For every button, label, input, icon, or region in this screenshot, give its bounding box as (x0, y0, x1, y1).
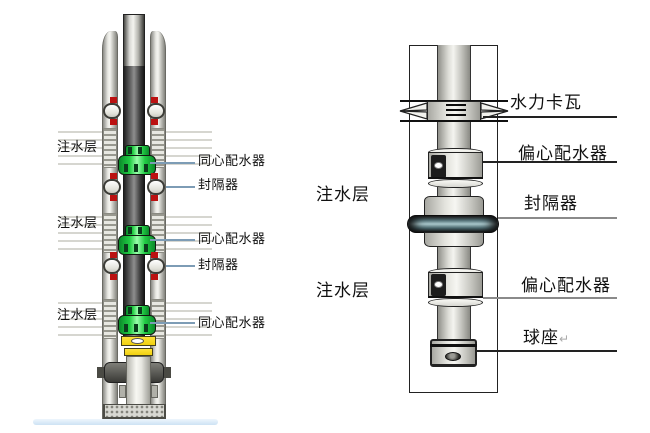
rule-eccentric-distributor-2 (483, 297, 617, 299)
eccentric-distributor-2-flare (428, 298, 483, 307)
leader-packer-2 (166, 265, 195, 267)
flow-streaks-1-right (166, 131, 212, 165)
well-bottom-plug (103, 404, 166, 419)
concentric-distributor-3-body-slots (124, 324, 150, 332)
concentric-distributor-1-body-slots (124, 164, 150, 172)
hydraulic-slip-grip-lines (446, 104, 466, 118)
bottom-highlight-bar (33, 419, 218, 425)
leader-packer-1 (166, 186, 195, 188)
tail-tab-right (151, 385, 158, 398)
eccentric-distributor-label-2: 偏心配水器 (521, 276, 611, 295)
leader-distributor-1 (150, 162, 195, 164)
hydraulic-slip-bottom-line (400, 120, 508, 122)
concentric-distributor-label-2: 同心配水器 (198, 231, 266, 246)
injection-layer-label-3: 注水层 (57, 307, 98, 322)
rule-ball-seat (477, 350, 617, 352)
ball-seat-label-text: 球座 (523, 328, 559, 347)
packer-label-1: 封隔器 (198, 177, 239, 192)
flow-streaks-1-left (58, 131, 102, 165)
eccentric-distributor-1-flare (428, 179, 483, 188)
tail-tab-left (119, 385, 126, 398)
concentric-distributor-3-top-slots (128, 307, 147, 314)
packer-3-seals-bottom (110, 274, 158, 280)
hydraulic-slip-wing-right-icon (480, 102, 509, 120)
eccentric-distributor-2-seam (428, 296, 483, 298)
leader-distributor-3 (150, 322, 195, 324)
perforation-zone-2-left (103, 213, 117, 253)
rule-packer (498, 217, 617, 219)
concentric-distributor-2-body-slots (124, 244, 150, 252)
concentric-distributor-label-3: 同心配水器 (198, 315, 266, 330)
safety-joint-band-2 (124, 348, 153, 356)
ball-seat-band (430, 344, 477, 347)
packer-3-lobe-left (103, 258, 121, 274)
eccentric-distributor-2-valve (434, 281, 443, 288)
tubing-segment-5 (437, 306, 471, 340)
injection-layer-label-1: 注水层 (57, 139, 98, 154)
packer-seal-ring (407, 215, 499, 233)
injection-layer-label-2: 注水层 (57, 215, 98, 230)
concentric-distributor-label-1: 同心配水器 (198, 153, 266, 168)
packer-1-seals-top (110, 97, 158, 103)
packer-2-lobe-right (147, 179, 165, 195)
tubing-segment-4 (437, 246, 471, 269)
tubing-segment-1 (437, 45, 471, 102)
paragraph-mark: ↵ (559, 332, 571, 346)
packer-2-lobe-left (103, 179, 121, 195)
eccentric-distributor-label-1: 偏心配水器 (518, 144, 608, 163)
packer-3-lobe-right (147, 258, 165, 274)
perforation-zone-1-left (103, 128, 117, 168)
packer-2-seals-bottom (110, 195, 158, 201)
concentric-distributor-1-top-slots (128, 147, 147, 154)
packer-2-seals-top (110, 173, 158, 179)
rule-hydraulic-slip (483, 116, 617, 118)
concentric-distributor-2-top-slots (128, 227, 147, 234)
ball-seat-label: 球座↵ (523, 328, 570, 348)
ball-seat-ball (445, 352, 461, 361)
rule-eccentric-distributor-1 (483, 161, 617, 163)
packer-1-lobe-right (147, 103, 165, 119)
tail-pipe (126, 356, 151, 406)
anchor-nub-left (97, 367, 104, 378)
tubing-segment-2 (437, 121, 471, 150)
perforation-zone-3-left (103, 299, 117, 339)
tubing-upper (123, 14, 145, 67)
packer-1-lobe-left (103, 103, 121, 119)
eccentric-distributor-1-valve (434, 162, 443, 169)
injection-layer-label-right-1: 注水层 (316, 185, 370, 204)
leader-distributor-2 (150, 239, 195, 241)
flow-streaks-2-right (166, 216, 212, 250)
injection-layer-label-right-2: 注水层 (316, 281, 370, 300)
packer-collar-bottom (424, 232, 484, 247)
packer-3-seals-top (110, 252, 158, 258)
safety-joint-port (131, 338, 144, 344)
packer-label-2: 封隔器 (198, 257, 239, 272)
tubing-lower (123, 66, 145, 340)
packer-1-seals-bottom (110, 119, 158, 125)
packer-collar-top (424, 196, 484, 217)
anchor-nub-right (164, 367, 171, 378)
eccentric-distributor-1-seam (428, 177, 483, 179)
hydraulic-slip-label: 水力卡瓦 (510, 93, 582, 112)
tubing-segment-3 (437, 187, 471, 198)
flow-streaks-3-left (58, 302, 102, 336)
flow-streaks-2-left (58, 216, 102, 250)
flow-streaks-3-right (166, 302, 212, 336)
packer-label-right: 封隔器 (524, 194, 578, 213)
hydraulic-slip-wing-left-icon (399, 102, 428, 120)
